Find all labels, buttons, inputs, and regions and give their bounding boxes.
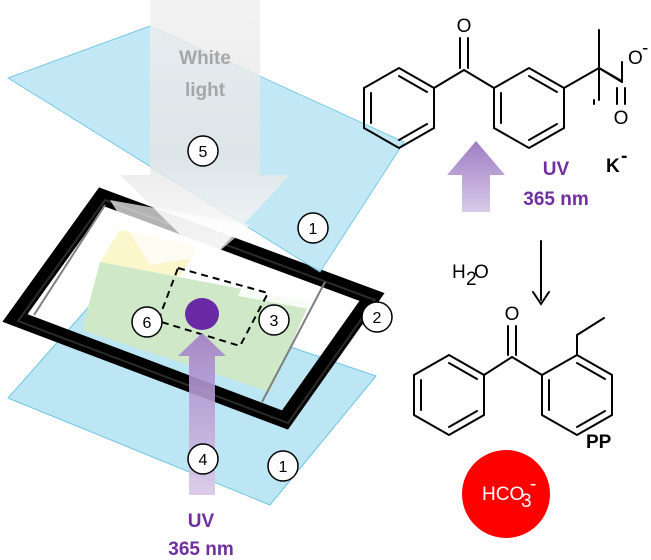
bicarbonate-charge: -: [530, 474, 536, 495]
ketone-oxygen-top: O: [457, 16, 472, 37]
carboxylate-oxygen-2: O: [614, 108, 629, 129]
pp-label: PP: [586, 432, 612, 453]
water-h: H: [452, 262, 466, 283]
ketoprofen-structure: [363, 29, 623, 150]
uv-left-label-line1: UV: [188, 511, 215, 532]
black-frame: [2, 187, 385, 430]
svg-text:3: 3: [270, 313, 279, 330]
frame-inner-line-left: [33, 204, 106, 316]
pp-structure: [413, 317, 613, 437]
bicarbonate-circle: [462, 450, 550, 538]
uv-right-label-line1: UV: [543, 159, 570, 180]
bicarbonate-subscript: 3: [521, 491, 532, 512]
marker-3: 3: [258, 304, 290, 336]
dashed-sample-area: [156, 266, 270, 348]
white-light-label-line2: light: [185, 80, 226, 101]
frame-inner-line-right: [261, 281, 326, 403]
svg-text:5: 5: [199, 144, 208, 161]
bond-ca: [598, 67, 621, 81]
water-o: O: [474, 262, 489, 283]
svg-text:2: 2: [373, 310, 382, 327]
svg-text:1: 1: [279, 459, 288, 476]
carboxylate-charge: -: [642, 38, 648, 59]
marker-1-top: 1: [297, 212, 329, 244]
marker-5: 5: [187, 135, 219, 167]
reaction-arrow-head: [532, 291, 550, 306]
marker-1-bottom: 1: [267, 450, 299, 482]
white-light-arrow: [110, 0, 290, 265]
marker-6: 6: [131, 306, 163, 338]
ketone-oxygen-bottom: O: [505, 304, 520, 325]
uv-arrow-right: [447, 141, 505, 212]
water-subscript: 2: [466, 269, 477, 290]
carboxylate-oxygen-1: O: [628, 48, 643, 69]
svg-text:4: 4: [199, 452, 208, 469]
marker-2: 2: [361, 301, 393, 333]
svg-text:1: 1: [309, 221, 318, 238]
white-light-label-line1: White: [179, 48, 231, 69]
svg-text:6: 6: [143, 315, 152, 332]
uv-right-label-line2: 365 nm: [523, 189, 588, 210]
uv-left-label-line2: 365 nm: [168, 539, 233, 560]
ketoprofen-label-charge: -: [621, 146, 627, 167]
sample-dot: [185, 298, 219, 330]
marker-4: 4: [187, 443, 219, 475]
ketoprofen-label: K: [606, 156, 620, 177]
bicarbonate-formula: HCO: [482, 484, 524, 505]
